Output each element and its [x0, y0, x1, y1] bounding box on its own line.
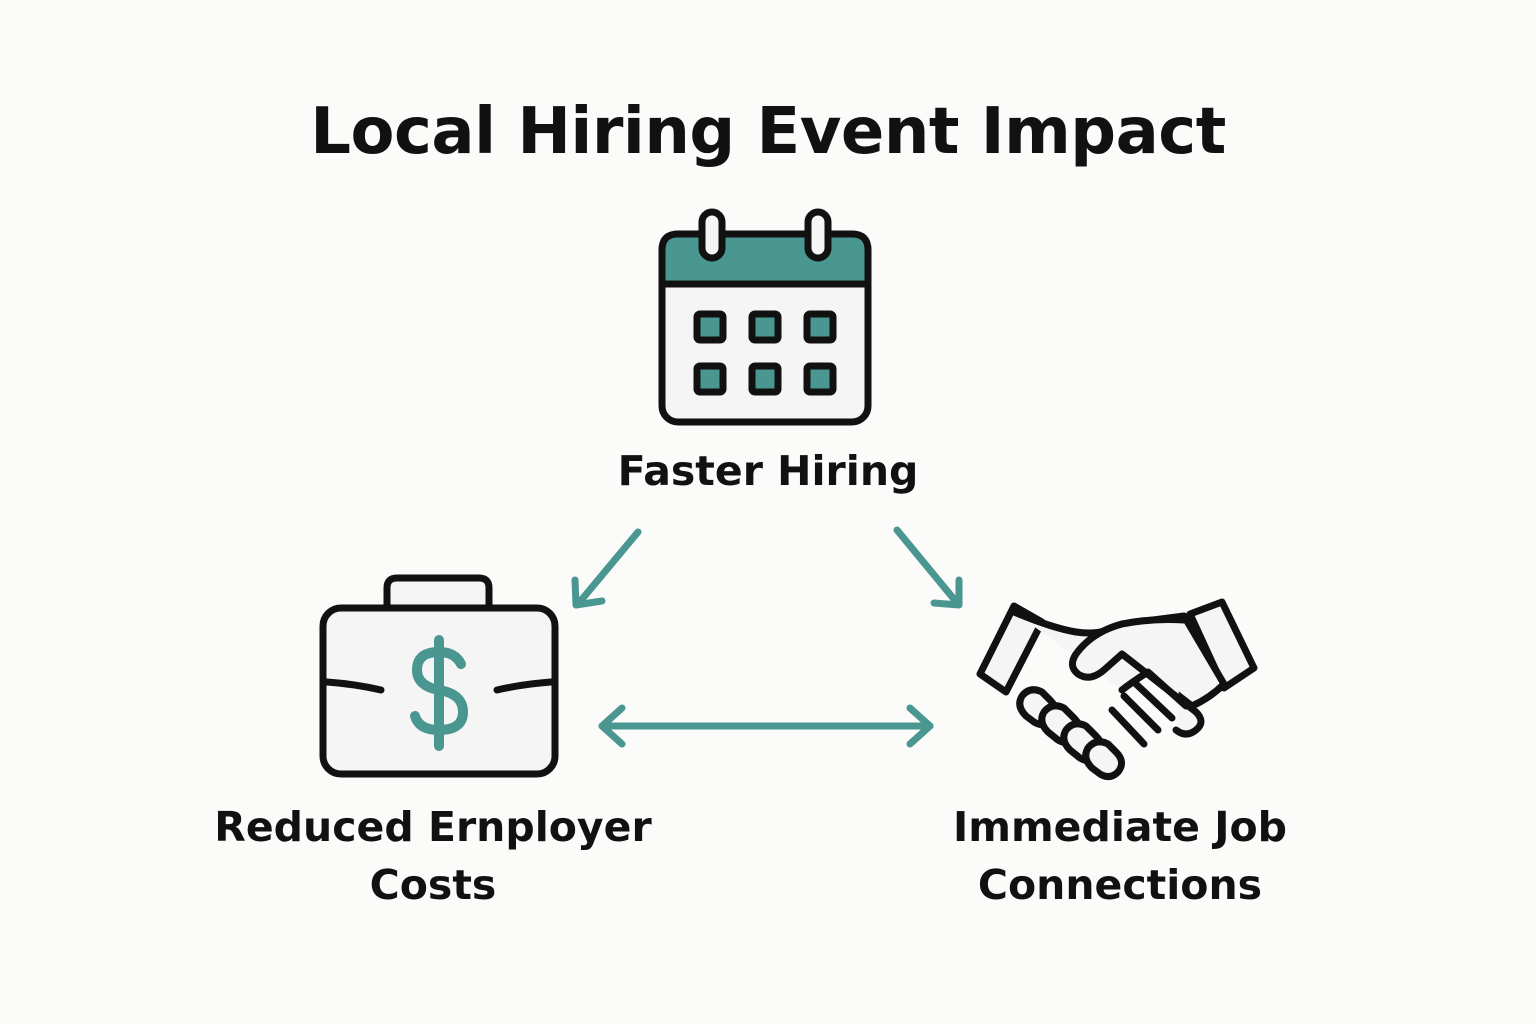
- briefcase-dollar-icon: [319, 574, 559, 778]
- arrow-top-to-left: [571, 528, 642, 609]
- node-label-reduced-employer-costs: Reduced Ernployer Costs: [183, 798, 683, 914]
- node-label-line: Faster Hiring: [617, 447, 919, 495]
- handshake-icon: [976, 598, 1258, 781]
- node-label-line-1: Immediate Job: [952, 803, 1288, 851]
- node-label-line-2: Costs: [369, 861, 497, 909]
- node-label-faster-hiring: Faster Hiring: [568, 442, 968, 500]
- diagram-title: Local Hiring Event Impact: [310, 95, 1226, 169]
- arrow-two-way-left-right: [598, 704, 934, 748]
- calendar-icon: [658, 208, 872, 426]
- node-label-line-2: Connections: [977, 861, 1263, 909]
- arrow-top-to-right: [893, 526, 963, 609]
- node-label-immediate-job-connections: Immediate Job Connections: [870, 798, 1370, 914]
- node-label-line-1: Reduced Ernployer: [214, 803, 652, 851]
